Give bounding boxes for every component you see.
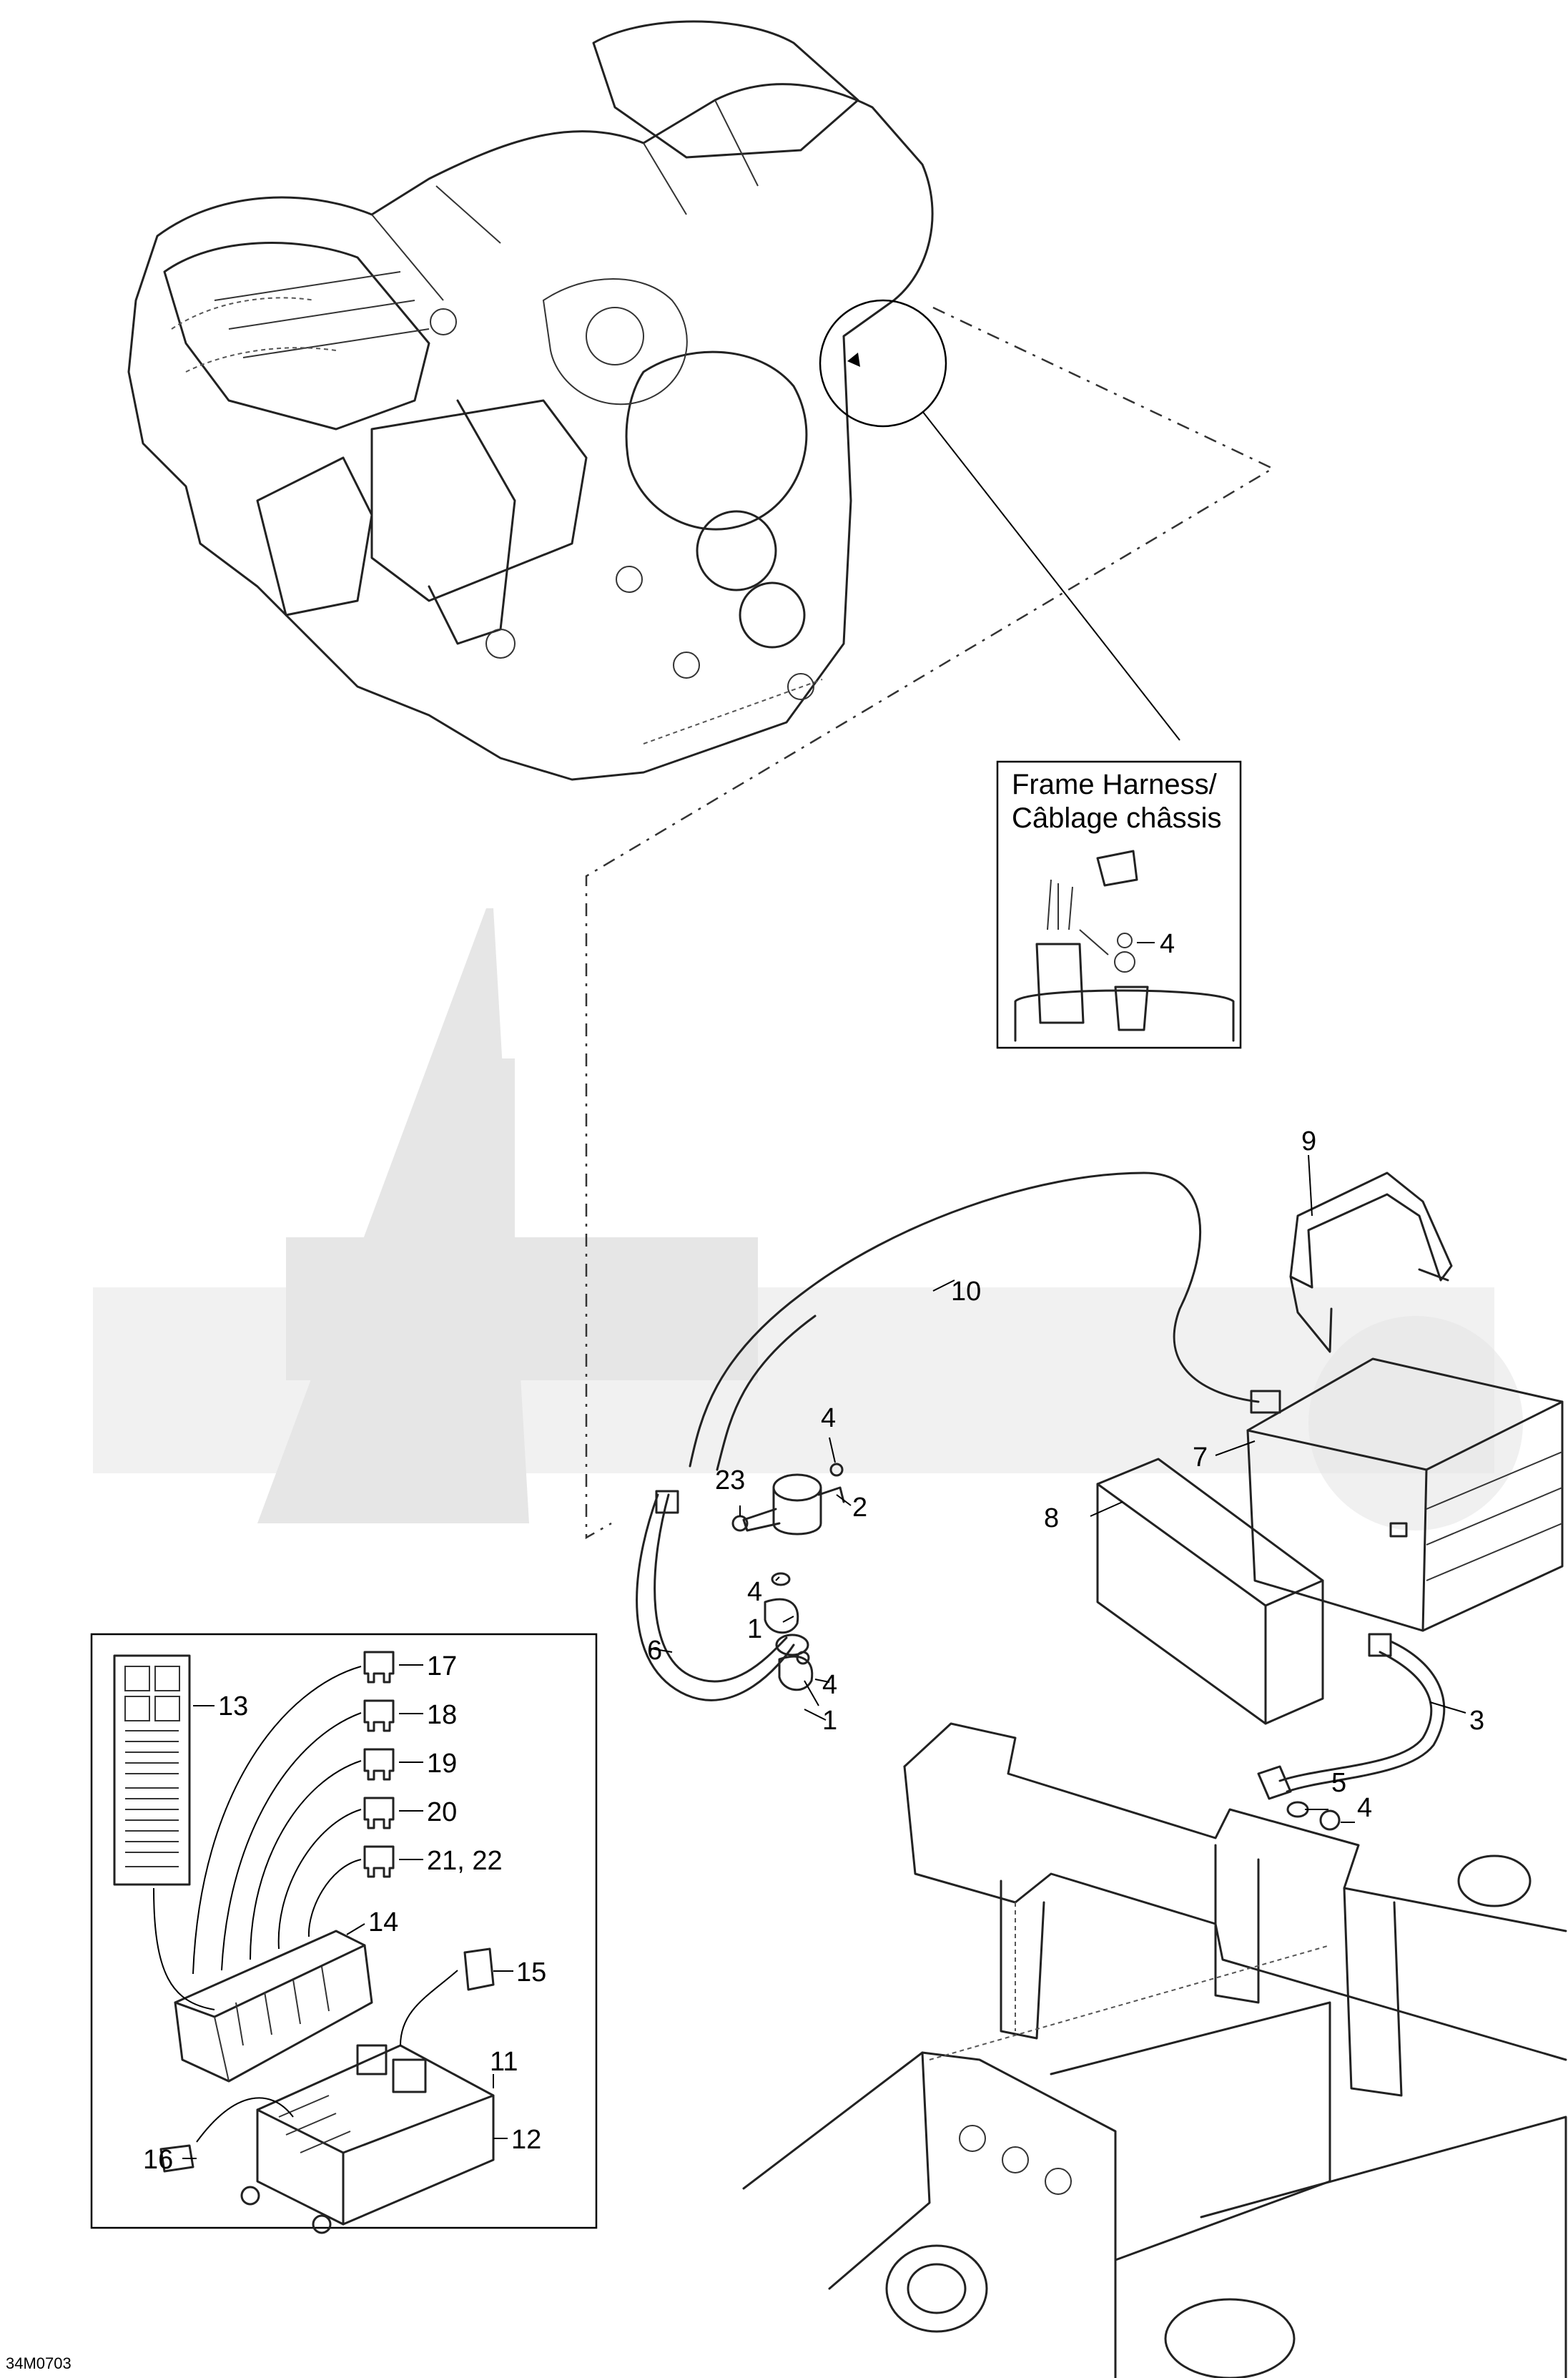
- cable-6: [636, 1490, 809, 1701]
- callout-4-inset: 4: [1160, 929, 1175, 959]
- callout-6: 6: [647, 1636, 662, 1666]
- frame-harness-inset: Frame Harness/ Câblage châssis 4: [996, 760, 1242, 1049]
- cable-3: [1257, 1633, 1446, 1831]
- fuse-box-inset: [90, 1633, 598, 2234]
- callout-4-top: 4: [821, 1403, 836, 1433]
- callout-4-low: 4: [822, 1670, 837, 1700]
- fuse-inset-frame: [90, 1633, 598, 2229]
- battery-cable-10: [689, 1171, 1281, 1471]
- inset-title-line2: Câblage châssis: [1012, 802, 1222, 834]
- callout-20: 20: [427, 1797, 457, 1827]
- callout-15: 15: [516, 1957, 546, 1988]
- watermark-logo: [93, 908, 1523, 1531]
- callout-18: 18: [427, 1700, 457, 1730]
- engine-drawing: [127, 20, 934, 781]
- callout-19: 19: [427, 1749, 457, 1779]
- inset-title-line1: Frame Harness/: [1012, 769, 1218, 800]
- callout-1: 1: [822, 1706, 837, 1736]
- inset-frame: [996, 760, 1242, 1049]
- callout-12: 12: [511, 2125, 541, 2155]
- callout-13: 13: [218, 1691, 248, 1721]
- callout-23: 23: [715, 1465, 745, 1495]
- fuse-label-sheet: [113, 1654, 191, 1886]
- callout-21-22: 21, 22: [427, 1846, 503, 1876]
- callout-14: 14: [368, 1907, 398, 1937]
- vehicle-frame-drawing: [742, 1722, 1567, 2378]
- callout-4-mid: 4: [747, 1577, 762, 1607]
- assembly-boundary: [585, 306, 1275, 1540]
- callout-3: 3: [1469, 1706, 1484, 1736]
- battery-7: [1246, 1357, 1564, 1632]
- callout-16: 16: [143, 2145, 173, 2175]
- solenoid-2: [731, 1463, 845, 1691]
- document-id: 34M0703: [6, 2354, 72, 2372]
- callout-numbers: 9 10 7 8 4 23 2 4 1 6 4 1 3 5 4 13 17 18…: [143, 1126, 1484, 2175]
- callout-2: 2: [852, 1493, 867, 1523]
- battery-pad-8: [1096, 1458, 1324, 1725]
- hold-down-strap-9: [1289, 1171, 1453, 1353]
- callout-9: 9: [1301, 1126, 1316, 1156]
- callout-17: 17: [427, 1651, 457, 1681]
- callout-10: 10: [951, 1277, 981, 1307]
- callout-1-upper: 1: [747, 1614, 762, 1644]
- mini-fuses: [363, 1651, 395, 1878]
- callout-4-right: 4: [1357, 1793, 1372, 1823]
- detail-callout-circle: [819, 299, 1180, 741]
- callout-7: 7: [1193, 1443, 1208, 1473]
- callout-8: 8: [1044, 1503, 1059, 1533]
- callout-leaders: [182, 1154, 1466, 2159]
- callout-11: 11: [490, 2047, 518, 2077]
- callout-5: 5: [1331, 1768, 1346, 1798]
